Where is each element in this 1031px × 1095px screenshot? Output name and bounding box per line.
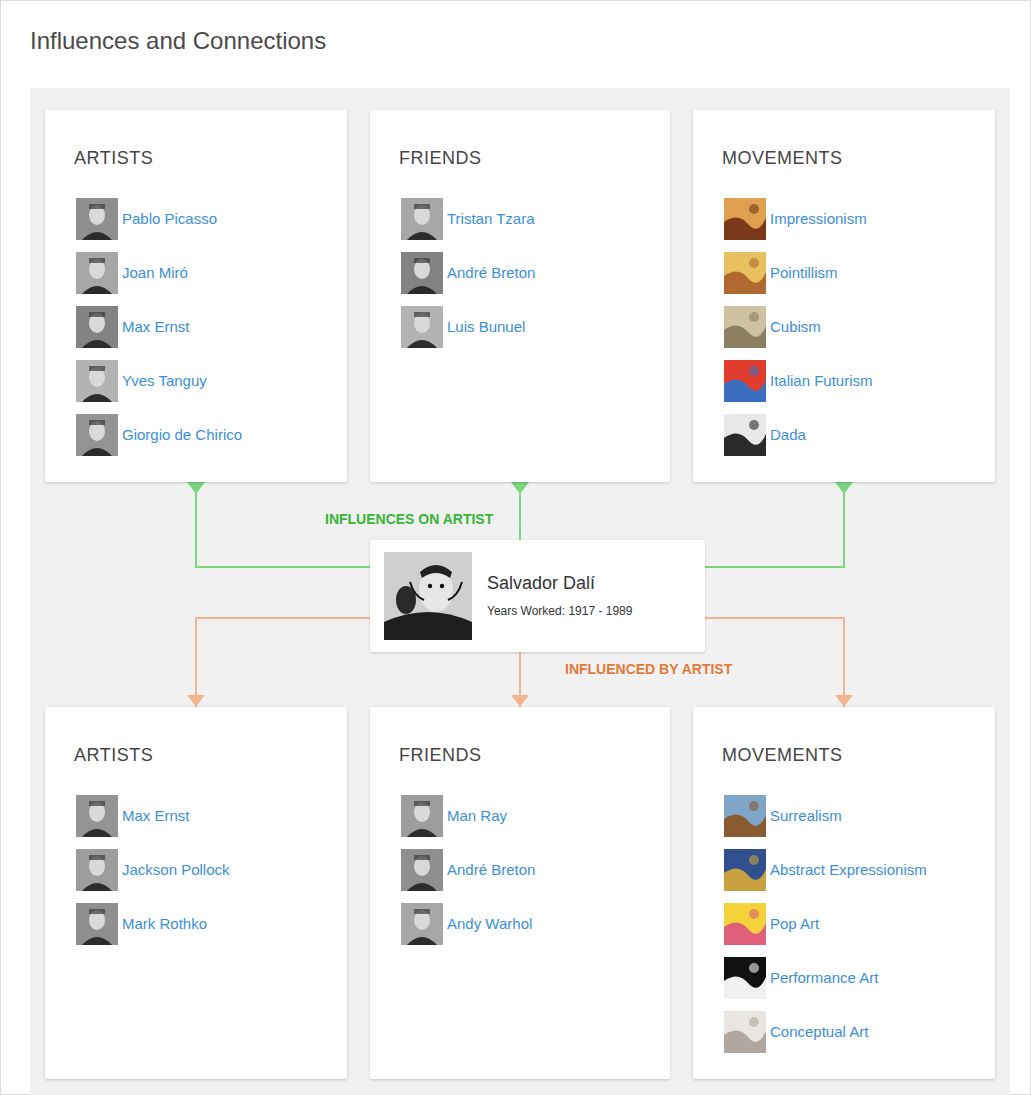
movement-thumbnail bbox=[724, 903, 766, 945]
link-item: Dada bbox=[770, 414, 806, 456]
portrait-thumbnail bbox=[76, 198, 118, 240]
connection-card: MOVEMENTS ImpressionismPointillismCubismI… bbox=[693, 110, 995, 482]
link-item: Impressionism bbox=[770, 198, 867, 240]
link-item: André Breton bbox=[447, 252, 535, 294]
card-heading: MOVEMENTS bbox=[722, 745, 843, 766]
portrait-thumbnail bbox=[76, 306, 118, 348]
portrait-thumbnail bbox=[76, 414, 118, 456]
link-item: Mark Rothko bbox=[122, 903, 207, 945]
movement-thumbnail bbox=[724, 849, 766, 891]
card-heading: ARTISTS bbox=[74, 745, 153, 766]
movement-thumbnail bbox=[724, 795, 766, 837]
link-item: Man Ray bbox=[447, 795, 507, 837]
card-heading: ARTISTS bbox=[74, 148, 153, 169]
portrait-thumbnail bbox=[76, 252, 118, 294]
portrait-thumbnail bbox=[401, 306, 443, 348]
movement-thumbnail bbox=[724, 198, 766, 240]
connection-card: FRIENDS Man RayAndré BretonAndy Warhol bbox=[370, 707, 670, 1079]
influenced-connector bbox=[187, 618, 370, 707]
link-item: Performance Art bbox=[770, 957, 878, 999]
link-item: Andy Warhol bbox=[447, 903, 532, 945]
card-heading: MOVEMENTS bbox=[722, 148, 843, 169]
portrait-thumbnail bbox=[401, 903, 443, 945]
artist-photo bbox=[384, 552, 472, 640]
link-item: Max Ernst bbox=[122, 306, 190, 348]
link-item: Surrealism bbox=[770, 795, 842, 837]
link-item: Cubism bbox=[770, 306, 821, 348]
portrait-thumbnail bbox=[401, 198, 443, 240]
link-item: Conceptual Art bbox=[770, 1011, 868, 1053]
card-heading: FRIENDS bbox=[399, 745, 482, 766]
connection-card: ARTISTS Pablo PicassoJoan MiróMax ErnstYv… bbox=[45, 110, 347, 482]
link-item: Luis Bunuel bbox=[447, 306, 525, 348]
influenced-connector bbox=[511, 652, 529, 707]
portrait-thumbnail bbox=[76, 360, 118, 402]
link-item: Max Ernst bbox=[122, 795, 190, 837]
connection-card: ARTISTS Max ErnstJackson PollockMark Roth… bbox=[45, 707, 347, 1079]
movement-thumbnail bbox=[724, 414, 766, 456]
artist-box: Salvador DalíYears Worked: 1917 - 1989 bbox=[370, 540, 705, 652]
portrait-thumbnail bbox=[401, 849, 443, 891]
link-item: Pop Art bbox=[770, 903, 819, 945]
years-worked: Years Worked: 1917 - 1989 bbox=[487, 604, 632, 618]
influence-connector bbox=[511, 482, 529, 540]
portrait-thumbnail bbox=[401, 795, 443, 837]
link-item: Joan Miró bbox=[122, 252, 188, 294]
link-item: Abstract Expressionism bbox=[770, 849, 927, 891]
link-item: Giorgio de Chirico bbox=[122, 414, 242, 456]
artist-name: Salvador Dalí bbox=[487, 573, 595, 594]
link-item: Pointillism bbox=[770, 252, 838, 294]
flow-label: INFLUENCES ON ARTIST bbox=[322, 510, 496, 528]
movement-thumbnail bbox=[724, 957, 766, 999]
portrait-thumbnail bbox=[76, 795, 118, 837]
link-item: Tristan Tzara bbox=[447, 198, 535, 240]
influence-connector bbox=[705, 482, 853, 567]
connection-card: MOVEMENTS SurrealismAbstract Expressionis… bbox=[693, 707, 995, 1079]
movement-thumbnail bbox=[724, 252, 766, 294]
link-item: Pablo Picasso bbox=[122, 198, 217, 240]
link-item: Jackson Pollock bbox=[122, 849, 230, 891]
movement-thumbnail bbox=[724, 360, 766, 402]
movement-thumbnail bbox=[724, 306, 766, 348]
card-heading: FRIENDS bbox=[399, 148, 482, 169]
movement-thumbnail bbox=[724, 1011, 766, 1053]
link-item: Italian Futurism bbox=[770, 360, 873, 402]
connection-card: FRIENDS Tristan TzaraAndré BretonLuis Bun… bbox=[370, 110, 670, 482]
portrait-thumbnail bbox=[76, 903, 118, 945]
page-title: Influences and Connections bbox=[30, 27, 326, 55]
link-item: André Breton bbox=[447, 849, 535, 891]
portrait-thumbnail bbox=[76, 849, 118, 891]
link-item: Yves Tanguy bbox=[122, 360, 207, 402]
portrait-thumbnail bbox=[401, 252, 443, 294]
flow-label: INFLUENCED BY ARTIST bbox=[562, 660, 735, 678]
